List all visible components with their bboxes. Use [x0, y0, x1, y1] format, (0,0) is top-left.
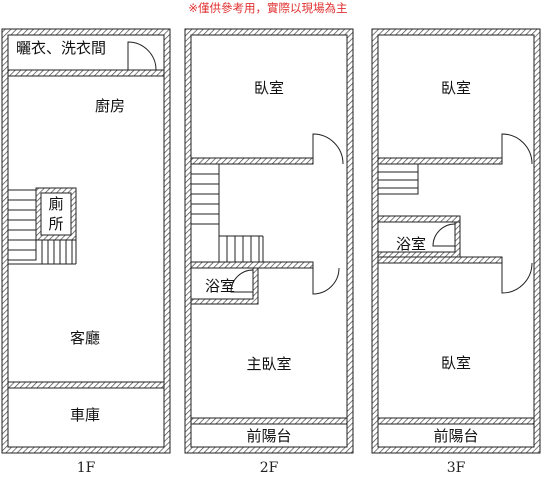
- floor-3f: 臥室 浴室 臥室 前陽台: [371, 28, 541, 454]
- outer-wall-2f: [184, 28, 354, 454]
- bath-label-3f: 浴室: [396, 235, 426, 253]
- bedroom-label-3f-bottom: 臥室: [441, 354, 471, 372]
- floor-label-1f: 1F: [77, 460, 96, 476]
- balcony-label-3f: 前陽台: [433, 427, 478, 445]
- wall-2f-bedroom-bottom: [190, 157, 314, 165]
- bedroom-door-2f: [312, 133, 344, 165]
- stairs-1f: [7, 189, 77, 265]
- wall-3f-landing: [377, 215, 461, 223]
- bedroom-door-3f-top: [501, 133, 533, 165]
- floor-2f: 臥室 浴室 主臥室 前陽台: [184, 28, 354, 454]
- kitchen-label: 廚房: [95, 97, 125, 115]
- living-room-label: 客廳: [70, 329, 100, 347]
- wall-2f-balcony: [190, 417, 348, 425]
- master-bedroom-label-2f: 主臥室: [246, 355, 291, 373]
- wall-3f-balcony: [377, 417, 535, 425]
- stairs-3f: [377, 163, 419, 195]
- bath-walls-2f: [190, 267, 259, 305]
- floor-label-2f: 2F: [260, 460, 279, 476]
- garage-label: 車庫: [70, 406, 100, 424]
- disclaimer-note: ※僅供參考用，實際以現場為主: [188, 1, 347, 15]
- wall-3f-bedroom2-top: [377, 256, 503, 264]
- stairs-2f: [190, 163, 264, 265]
- bath-label-2f: 浴室: [205, 277, 235, 295]
- floor-1f: 廁 所 曬衣、洗衣間 廚房 客廳 車庫: [1, 28, 171, 454]
- wall-laundry-kitchen: [7, 69, 165, 77]
- laundry-label: 曬衣、洗衣間: [16, 39, 106, 57]
- bedroom-label-2f: 臥室: [254, 79, 284, 97]
- floor-label-3f: 3F: [447, 460, 466, 476]
- laundry-door: [127, 41, 157, 71]
- toilet-walls: [35, 187, 77, 241]
- bedroom-label-3f-top: 臥室: [441, 79, 471, 97]
- bath-door-3f: [432, 223, 456, 247]
- master-door-2f: [312, 267, 340, 295]
- balcony-label-2f: 前陽台: [246, 427, 291, 445]
- toilet-label-top: 廁: [48, 195, 63, 213]
- outer-wall-3f: [371, 28, 541, 454]
- wall-2f-stair-bottom: [190, 261, 314, 269]
- toilet-label-bottom: 所: [48, 215, 63, 233]
- outer-wall-1f: [1, 28, 171, 454]
- bath-door-2f: [230, 269, 254, 293]
- bedroom-door-3f-bottom: [501, 262, 533, 294]
- wall-3f-bedroom-bottom: [377, 157, 503, 165]
- wall-living-garage: [7, 381, 165, 389]
